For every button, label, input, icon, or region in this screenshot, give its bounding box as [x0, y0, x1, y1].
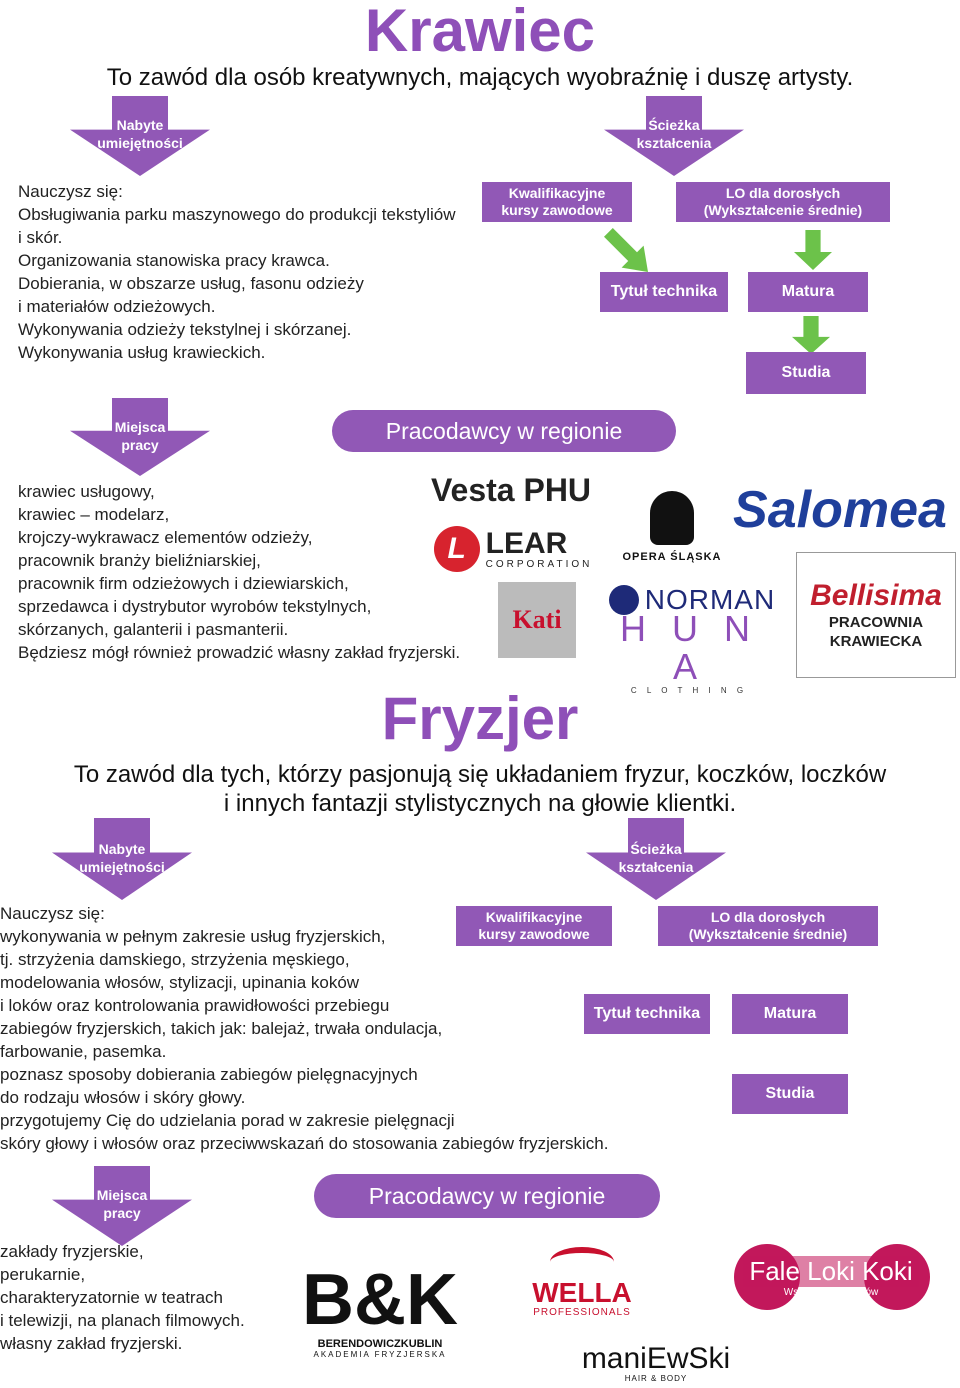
norman-mark-icon — [608, 585, 639, 615]
logo-text: Kati — [512, 605, 562, 634]
krawiec-employers-title: Pracodawcy w regionie — [332, 410, 676, 452]
box-label: Matura — [781, 283, 835, 300]
green-down-arrow-icon — [794, 230, 832, 270]
fryzjer-jobs-text: zakłady fryzjerskie, perukarnie, charakt… — [0, 1242, 245, 1353]
box-label: Kwalifikacyjne kursy zawodowe — [501, 185, 613, 218]
krawiec-path-badge: Ścieżka kształcenia — [604, 96, 744, 176]
krawiec-studia-box: Studia — [746, 352, 866, 394]
vesta-logo: Vesta PHU — [426, 470, 596, 510]
fryzjer-jobs-badge: Miejsca pracy — [52, 1166, 192, 1246]
badge-label: Nabyte umiejętności — [79, 841, 165, 875]
fryzjer-skills-text: Nauczysz się: wykonywania w pełnym zakre… — [0, 904, 609, 1153]
krawiec-matura-box: Matura — [748, 272, 868, 312]
logo-text: OPERA ŚLĄSKA — [622, 551, 722, 563]
fryzjer-lo-box: LO dla dorosłych (Wykształcenie średnie) — [658, 906, 878, 946]
fryzjer-studia-box: Studia — [732, 1074, 848, 1114]
fryzjer-path-badge: Ścieżka kształcenia — [586, 818, 726, 900]
green-down-arrow-icon — [792, 316, 830, 354]
opera-mark-icon — [650, 491, 694, 545]
logo-subtext: BERENDOWICZKUBLIN — [317, 1337, 443, 1350]
logo-text: Vesta PHU — [430, 471, 592, 508]
bk-logo: B&K BERENDOWICZKUBLIN AKADEMIA FRYZJERSK… — [300, 1250, 460, 1370]
fryzjer-subtitle: To zawód dla tych, którzy pasjonują się … — [73, 761, 887, 817]
logo-subtext: HAIR & BODY — [624, 1373, 688, 1383]
logo-text: LEAR — [485, 526, 568, 560]
fale-loki-koki-logo: Fale Loki Koki Wszystko dla włosów — [706, 1244, 956, 1310]
bellisima-logo: Bellisima PRACOWNIA KRAWIECKA — [796, 552, 956, 678]
badge-label: Ścieżka kształcenia — [618, 841, 694, 875]
logo-subtext: PRACOWNIA KRAWIECKA — [828, 614, 924, 650]
lear-mark-icon: L — [433, 526, 480, 572]
logo-subtext: Wszystko dla włosów — [783, 1287, 879, 1298]
krawiec-technik-box: Tytuł technika — [600, 272, 728, 312]
fryzjer-kwalifikacyjne-box: Kwalifikacyjne kursy zawodowe — [456, 906, 612, 946]
krawiec-title: Krawiec — [364, 0, 596, 64]
salomea-logo: Salomea — [726, 470, 954, 550]
logo-text: Salomea — [733, 481, 947, 539]
box-label: Kwalifikacyjne kursy zawodowe — [478, 909, 590, 942]
logo-text: Fale Loki Koki — [743, 1256, 919, 1287]
logo-subtext: PROFESSIONALS — [533, 1306, 631, 1318]
wella-logo: WELLA PROFESSIONALS — [520, 1244, 644, 1320]
pill-label: Pracodawcy w regionie — [385, 417, 623, 444]
logo-text: Bellisima — [810, 579, 942, 612]
kati-logo: Kati — [498, 582, 576, 658]
green-diagonal-arrow-icon — [604, 228, 648, 272]
huna-logo: H U N A C L O T H I N G — [604, 609, 774, 695]
krawiec-jobs-badge: Miejsca pracy — [70, 398, 210, 476]
krawiec-skills-badge: Nabyte umiejętności — [70, 96, 210, 176]
krawiec-kwalifikacyjne-box: Kwalifikacyjne kursy zawodowe — [482, 182, 632, 222]
box-label: Tytuł technika — [610, 283, 718, 300]
krawiec-skills-text: Nauczysz się: Obsługiwania parku maszyno… — [18, 182, 456, 362]
logo-subtext: AKADEMIA FRYZJERSKA — [313, 1349, 447, 1359]
fryzjer-technik-box: Tytuł technika — [584, 994, 710, 1034]
box-label: Tytuł technika — [593, 1005, 701, 1022]
logo-text: maniEwSki — [581, 1341, 731, 1375]
fryzjer-matura-box: Matura — [732, 994, 848, 1034]
logo-text: WELLA — [532, 1276, 632, 1308]
logo-subtext: CORPORATION — [485, 558, 593, 570]
badge-label: Nabyte umiejętności — [97, 117, 183, 151]
box-label: Studia — [765, 1085, 815, 1102]
lear-logo: L LEAR CORPORATION — [422, 522, 604, 576]
fryzjer-employers-title: Pracodawcy w regionie — [314, 1174, 660, 1218]
krawiec-jobs-text: krawiec usługowy, krawiec – modelarz, kr… — [18, 482, 461, 662]
logo-text: H U N A — [620, 607, 758, 687]
maniewski-logo: maniEwSki HAIR & BODY — [566, 1340, 746, 1386]
opera-logo: OPERA ŚLĄSKA — [620, 482, 724, 572]
logo-text: NORMAN — [644, 584, 776, 615]
krawiec-lo-box: LO dla dorosłych (Wykształcenie średnie) — [676, 182, 890, 222]
box-label: LO dla dorosłych (Wykształcenie średnie) — [688, 909, 848, 942]
box-label: Studia — [781, 364, 831, 381]
pill-label: Pracodawcy w regionie — [368, 1182, 606, 1209]
fryzjer-title: Fryzjer — [381, 685, 579, 752]
wella-mark-icon — [550, 1246, 614, 1277]
logo-subtext: C L O T H I N G — [630, 685, 748, 695]
norman-logo: NORMAN — [604, 582, 780, 618]
badge-label: Miejsca pracy — [96, 1187, 148, 1221]
fryzjer-skills-badge: Nabyte umiejętności — [52, 818, 192, 900]
box-label: Matura — [763, 1005, 817, 1022]
krawiec-subtitle: To zawód dla osób kreatywnych, mających … — [106, 64, 854, 91]
badge-label: Miejsca pracy — [114, 419, 166, 453]
badge-label: Ścieżka kształcenia — [636, 117, 712, 151]
logo-text: B&K — [302, 1259, 458, 1340]
box-label: LO dla dorosłych (Wykształcenie średnie) — [703, 185, 863, 218]
